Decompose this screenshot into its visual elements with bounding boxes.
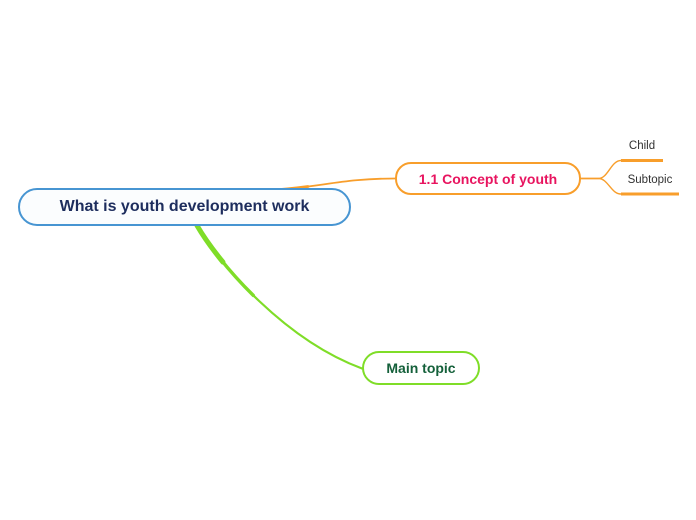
- connector-concept-to-child: [598, 159, 622, 180]
- leaf-node-subtopic[interactable]: Subtopic: [627, 174, 673, 186]
- branch-node-main-topic[interactable]: Main topic: [362, 351, 480, 385]
- branch-node-concept-of-youth[interactable]: 1.1 Concept of youth: [395, 162, 581, 195]
- connector-root-to-main-mid: [195, 223, 364, 371]
- connector-root-to-main: [195, 224, 364, 370]
- connector-root-to-main-thick: [194, 223, 365, 371]
- connector-concept-to-subtopic: [598, 177, 622, 195]
- leaf-node-child[interactable]: Child: [628, 140, 656, 152]
- root-topic-node[interactable]: What is youth development work: [18, 188, 351, 226]
